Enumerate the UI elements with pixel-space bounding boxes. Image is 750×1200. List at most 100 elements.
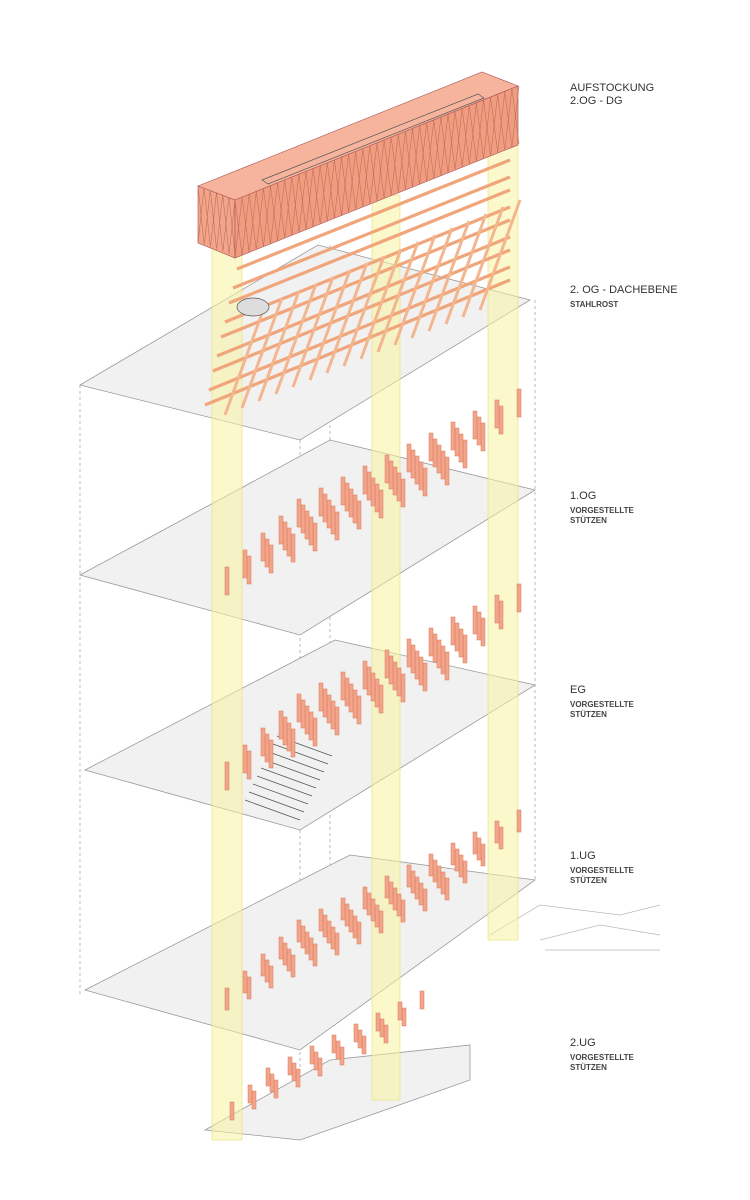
timber-column [269, 1073, 275, 1093]
timber-column [300, 504, 306, 534]
level-title: 2.UG [570, 1037, 596, 1049]
timber-column [480, 617, 486, 647]
level-subtitle: VORGESTELLTE STÜTZEN [570, 866, 634, 885]
timber-column [291, 1062, 297, 1082]
label-1ug: 1.UG VORGESTELLTE STÜTZEN [570, 850, 650, 886]
timber-column [462, 439, 468, 469]
timber-column [361, 1035, 367, 1055]
timber-column [356, 500, 362, 530]
timber-column [278, 515, 284, 545]
timber-column [396, 667, 402, 697]
timber-column [428, 853, 434, 877]
timber-column [330, 700, 336, 730]
timber-column [282, 942, 288, 966]
circulation-cores [211, 94, 519, 1141]
timber-column [366, 471, 372, 501]
timber-column [406, 638, 412, 668]
timber-column [264, 959, 270, 983]
timber-column [444, 456, 450, 486]
timber-column [264, 538, 270, 568]
timber-column [397, 1001, 403, 1021]
timber-column [224, 987, 230, 1011]
timber-column [300, 699, 306, 729]
timber-column [242, 970, 248, 994]
timber-column [296, 919, 302, 943]
timber-column [383, 1024, 389, 1044]
timber-column [419, 990, 425, 1010]
timber-column [278, 710, 284, 740]
timber-column [400, 478, 406, 508]
timber-column [444, 877, 450, 901]
timber-column [440, 450, 446, 480]
timber-column [450, 616, 456, 646]
timber-column [348, 909, 354, 933]
timber-column [472, 831, 478, 855]
timber-column [480, 422, 486, 452]
timber-column [418, 882, 424, 906]
timber-column [396, 893, 402, 917]
steel-beam [228, 188, 511, 305]
timber-column [458, 433, 464, 463]
steel-beam-cross [410, 227, 454, 339]
level-subtitle: VORGESTELLTE STÜTZEN [570, 506, 634, 525]
timber-column [251, 1090, 257, 1110]
label-eg: EG VORGESTELLTE STÜTZEN [570, 684, 650, 720]
level-title: 1.OG [570, 490, 597, 502]
timber-column [366, 666, 372, 696]
timber-column [516, 809, 522, 833]
timber-column [476, 611, 482, 641]
steel-beam [236, 158, 511, 271]
timber-column [313, 1051, 319, 1071]
timber-column [388, 655, 394, 685]
steel-beam-cross [478, 199, 522, 311]
steel-beam-cross [240, 297, 284, 409]
timber-column [296, 498, 302, 528]
timber-column [340, 897, 346, 921]
timber-column [242, 744, 248, 774]
timber-column [247, 1084, 253, 1104]
stair-line [260, 767, 317, 789]
stair-line [248, 791, 305, 813]
timber-column [260, 532, 266, 562]
timber-column [418, 461, 424, 491]
timber-column [476, 837, 482, 861]
timber-column [384, 875, 390, 899]
timber-column [357, 1029, 363, 1049]
timber-column [334, 511, 340, 541]
timber-column [322, 688, 328, 718]
timber-column [268, 544, 274, 574]
timber-column [317, 1057, 323, 1077]
timber-column [286, 722, 292, 752]
timber-column [260, 953, 266, 977]
timber-column [428, 432, 434, 462]
timber-column [326, 694, 332, 724]
label-2og-dachebene: 2. OG - DACHEBENE STAHLROST [570, 284, 678, 310]
timber-column [290, 533, 296, 563]
timber-column [410, 870, 416, 894]
timber-column [400, 899, 406, 923]
steel-beam-cross [325, 262, 369, 374]
timber-column [374, 483, 380, 513]
timber-column [516, 388, 522, 418]
timber-column [224, 761, 230, 791]
timber-column [498, 405, 504, 435]
timber-column [352, 689, 358, 719]
timber-column [300, 925, 306, 949]
timber-column [432, 859, 438, 883]
timber-column [312, 943, 318, 967]
timber-column [348, 683, 354, 713]
timber-column [458, 854, 464, 878]
timber-column [335, 1040, 341, 1060]
timber-column [414, 650, 420, 680]
timber-column [308, 516, 314, 546]
timber-column [450, 421, 456, 451]
steel-beam-cross [427, 220, 471, 332]
timber-column [246, 976, 252, 1000]
timber-column [422, 888, 428, 912]
timber-column [330, 926, 336, 950]
timber-column [498, 600, 504, 630]
timber-column [400, 673, 406, 703]
timber-column [401, 1007, 407, 1027]
timber-column [344, 903, 350, 927]
timber-column [356, 695, 362, 725]
